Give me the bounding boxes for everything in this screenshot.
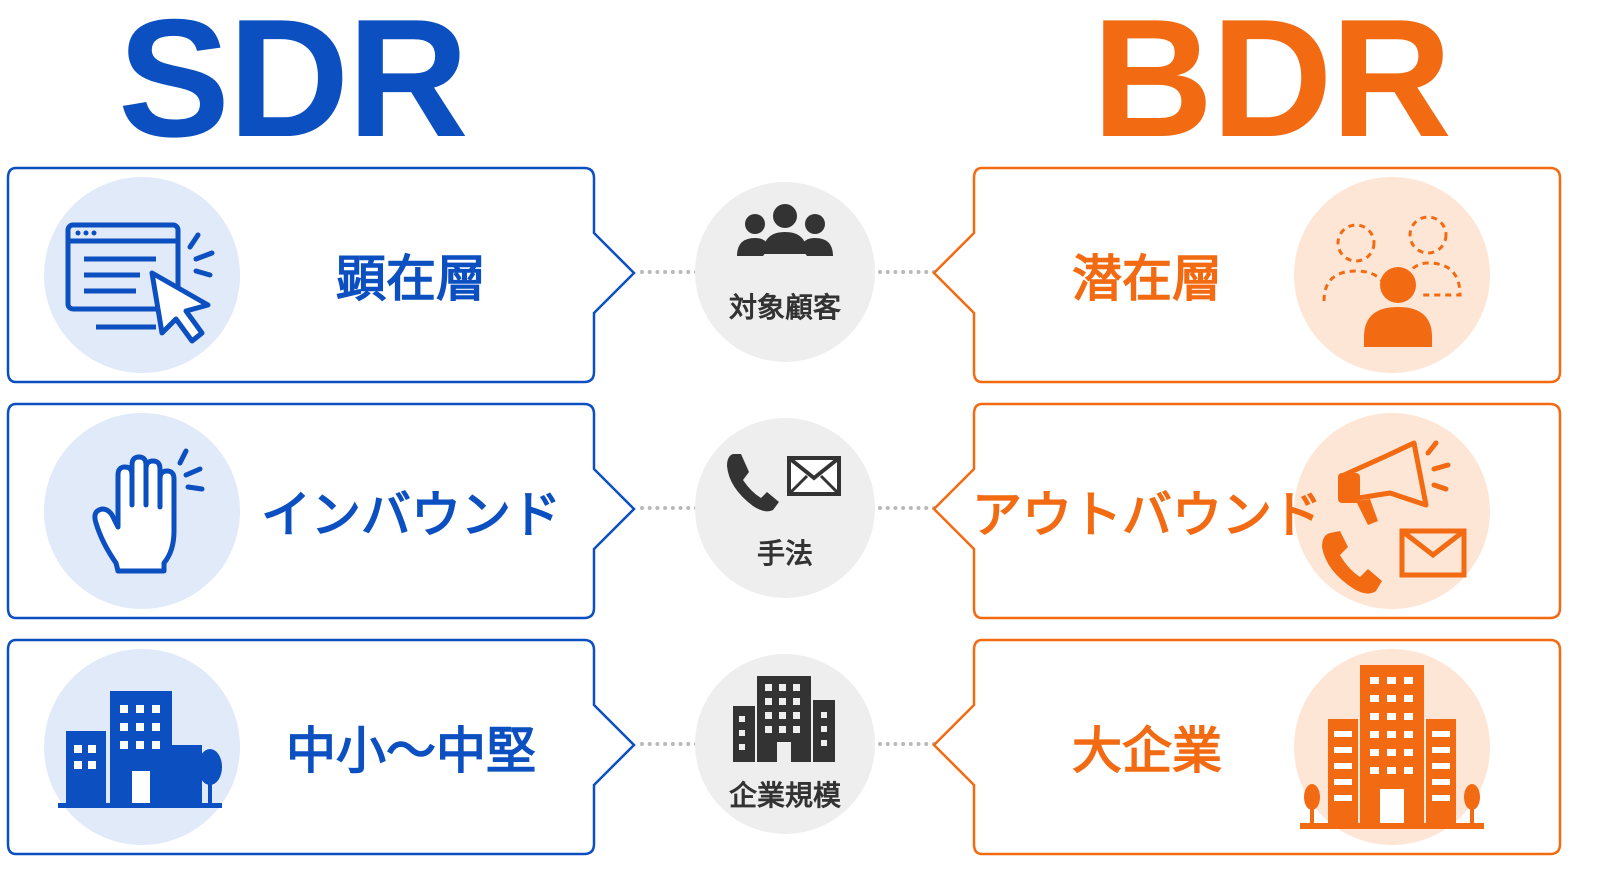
- bdr-target-label: 潜在層: [1072, 250, 1222, 308]
- bdr-card-method: アウトバウンド: [932, 402, 1562, 620]
- criteria-method-circle: 手法: [695, 418, 875, 598]
- bdr-card-size: 大企業: [932, 638, 1562, 856]
- sdr-method-label: インバウンド: [261, 486, 561, 544]
- people-group-icon: [737, 204, 833, 256]
- sdr-card-size: 中小～中堅: [6, 638, 636, 856]
- connector-dots: [640, 270, 698, 274]
- large-building-icon: [1294, 649, 1490, 845]
- building-icon: [733, 676, 835, 762]
- connector-dots: [640, 742, 698, 746]
- criteria-method-label: 手法: [756, 537, 813, 570]
- connector-dots: [878, 506, 936, 510]
- connector-dots: [640, 506, 698, 510]
- sdr-target-label: 顕在層: [336, 250, 486, 308]
- criteria-size-circle: 企業規模: [695, 654, 875, 834]
- sdr-title: SDR: [118, 0, 469, 172]
- sdr-card-target: 顕在層: [6, 166, 636, 384]
- small-building-icon: [44, 649, 240, 845]
- raised-hand-icon: [44, 413, 240, 609]
- bdr-title: BDR: [1092, 0, 1452, 172]
- sdr-card-method: インバウンド: [6, 402, 636, 620]
- connector-dots: [878, 742, 936, 746]
- latent-people-icon: [1294, 177, 1490, 373]
- phone-mail-icon: [727, 454, 841, 512]
- criteria-size-label: 企業規模: [728, 779, 841, 812]
- bdr-size-label: 大企業: [1072, 722, 1222, 780]
- sdr-size-label: 中小～中堅: [286, 722, 536, 780]
- criteria-target-circle: 対象顧客: [695, 182, 875, 362]
- bdr-method-label: アウトバウンド: [972, 486, 1322, 544]
- bdr-card-target: 潜在層: [932, 166, 1562, 384]
- browser-cursor-icon: [44, 177, 240, 373]
- connector-dots: [878, 270, 936, 274]
- megaphone-phone-mail-icon: [1294, 413, 1490, 609]
- criteria-target-label: 対象顧客: [728, 291, 841, 324]
